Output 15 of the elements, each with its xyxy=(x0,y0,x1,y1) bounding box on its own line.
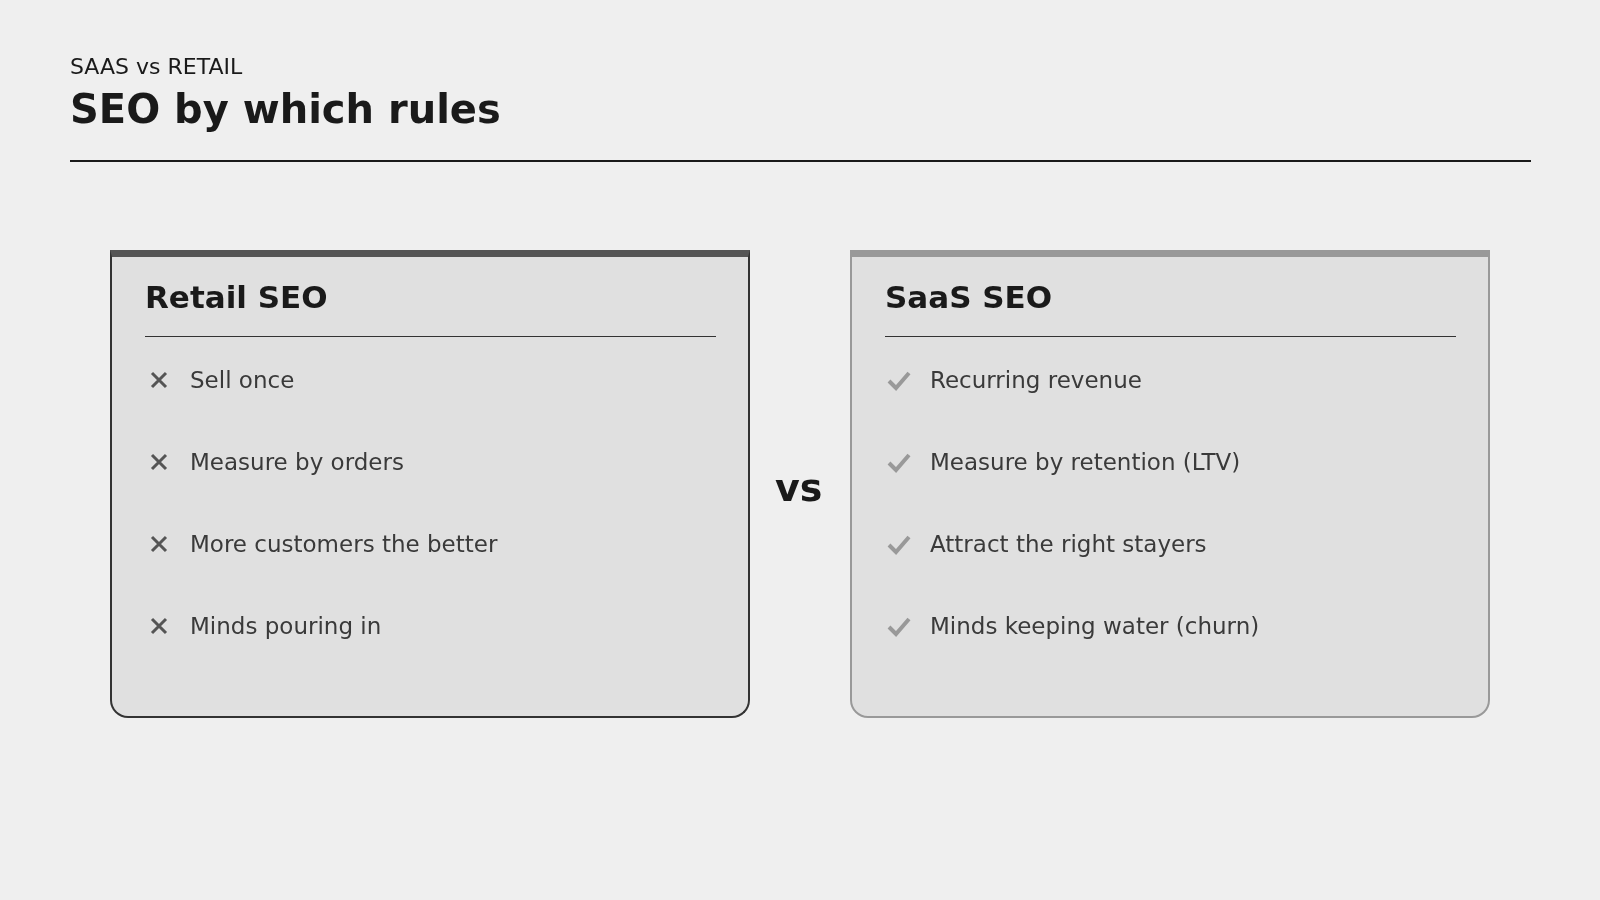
list-item-text: More customers the better xyxy=(190,531,498,557)
comparison-card xyxy=(110,250,750,718)
list-item-text: Measure by orders xyxy=(190,449,404,475)
slide-title: SEO by which rules xyxy=(70,86,501,132)
versus-text: vs xyxy=(775,466,823,510)
comparison-card xyxy=(850,250,1490,718)
list-item-text: Recurring revenue xyxy=(930,367,1142,393)
card-heading: Retail SEO xyxy=(145,279,328,315)
list-item-text: Minds keeping water (churn) xyxy=(930,613,1260,639)
list-item-text: Sell once xyxy=(190,367,295,393)
card-heading: SaaS SEO xyxy=(885,279,1053,315)
kicker-text: SAAS vs RETAIL xyxy=(70,54,243,79)
list-item-text: Minds pouring in xyxy=(190,613,382,639)
list-item-text: Measure by retention (LTV) xyxy=(930,449,1241,475)
list-item-text: Attract the right stayers xyxy=(930,531,1207,557)
